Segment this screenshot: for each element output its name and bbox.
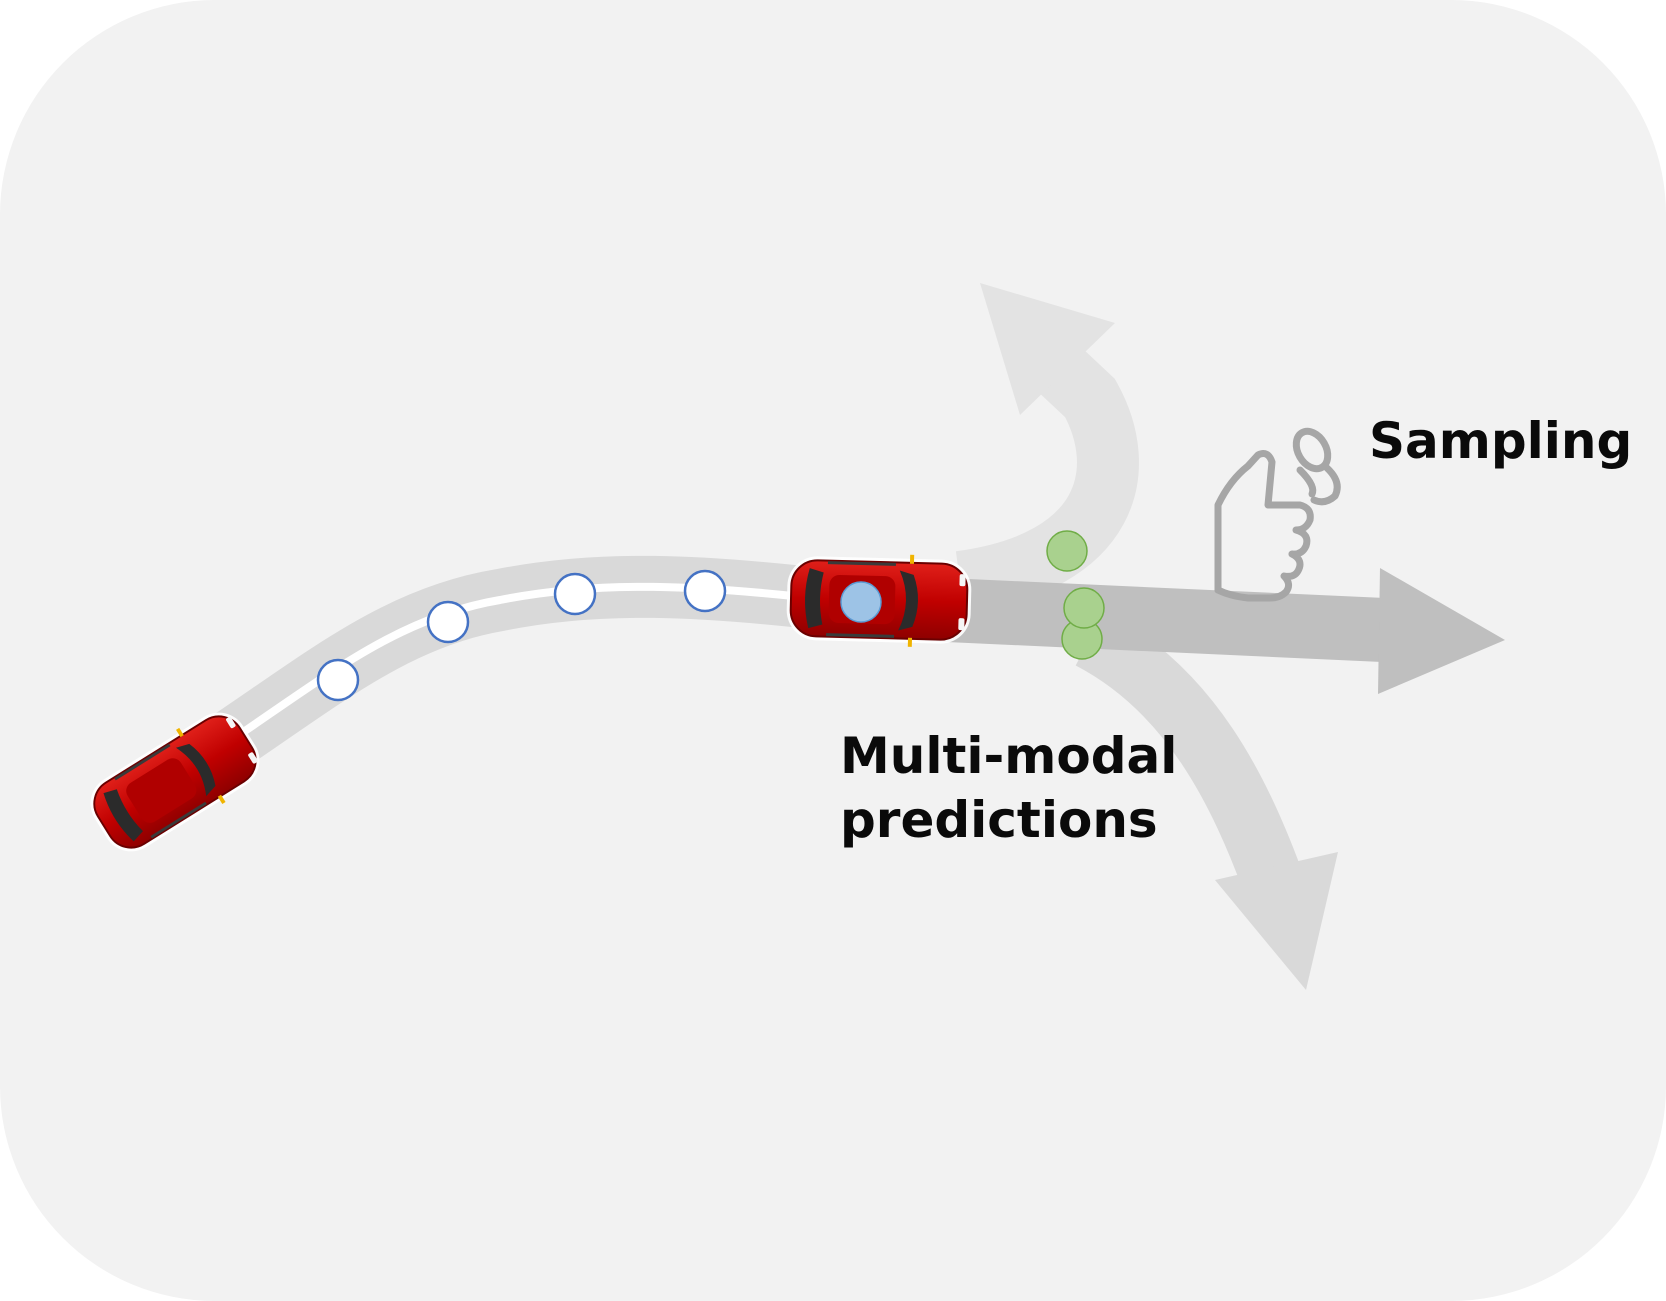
history-point: [316, 658, 360, 702]
history-point: [426, 600, 470, 644]
hand-flipping-coin-icon: [1214, 427, 1341, 602]
predictions-label-line-1: Multi-modal: [840, 727, 1178, 785]
history-point: [553, 572, 597, 616]
sampling-label: Sampling: [1369, 412, 1633, 470]
current-position-marker: [840, 581, 882, 623]
history-points: [316, 569, 727, 702]
multi-modal-predictions-label: Multi-modal predictions: [840, 725, 1177, 852]
sample-point: [1063, 587, 1105, 629]
predictions-label-line-2: predictions: [840, 790, 1158, 849]
history-point: [683, 569, 727, 613]
prediction-arrow-up: [955, 283, 1139, 613]
sample-point: [1046, 530, 1088, 572]
prediction-arrow-down: [1075, 610, 1338, 990]
sample-points: [1046, 530, 1105, 660]
